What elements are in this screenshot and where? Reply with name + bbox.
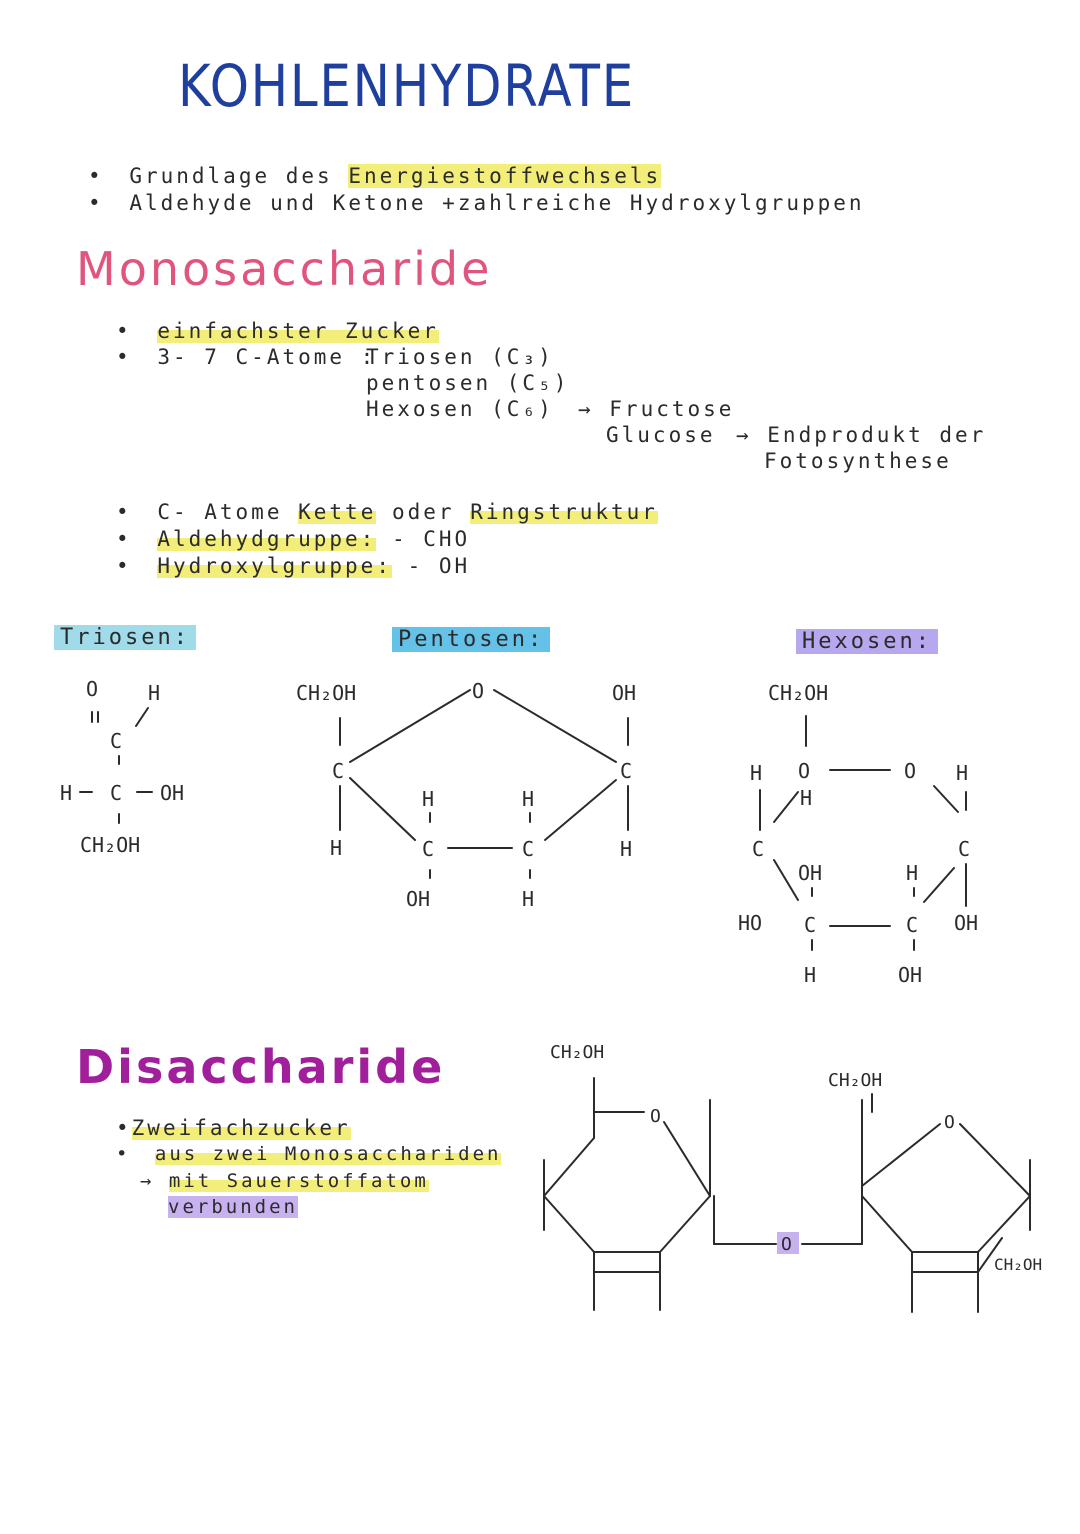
atom-label: C xyxy=(332,759,344,783)
monosaccharide-heading: Monosaccharide xyxy=(76,242,493,296)
pentose-ring xyxy=(339,689,629,879)
atom-label: C xyxy=(752,837,764,861)
hexosen-label: Hexosen: xyxy=(796,629,938,654)
di-bullet-3: → mit Sauerstoffatom xyxy=(140,1170,429,1192)
highlight-kette: Kette xyxy=(298,500,377,524)
atom-label: CH₂OH xyxy=(768,681,828,705)
arrow-label: → xyxy=(140,1170,155,1192)
hexosen-text: Hexosen (C₆) xyxy=(366,397,554,421)
intro-line-2: Aldehyde und Ketone +zahlreiche Hydroxyl… xyxy=(88,191,865,215)
di-bullet-1: •Zweifachzucker xyxy=(116,1116,351,1140)
triosen-label: Triosen: xyxy=(54,625,196,650)
mono-bullet-2: 3- 7 C-Atome : xyxy=(116,345,376,369)
atom-label: H xyxy=(522,887,534,911)
pentosen-label-text: Pentosen: xyxy=(392,627,551,652)
atom-label: C xyxy=(522,837,534,861)
highlight-energiestoffwechsel: Energiestoffwechsels xyxy=(348,164,662,188)
atom-label: O xyxy=(798,759,810,783)
mono-bullet-5: Hydroxylgruppe: - OH xyxy=(116,554,470,578)
oxygen-bridge-highlight xyxy=(777,1232,799,1254)
disaccharide-heading: Disaccharide xyxy=(76,1040,446,1094)
highlight-ringstruktur: Ringstruktur xyxy=(470,500,658,524)
highlight-zweifachzucker: Zweifachzucker xyxy=(131,1116,351,1140)
atom-label: CH₂OH xyxy=(994,1255,1042,1274)
c-atome-label: C- Atome xyxy=(157,500,283,524)
atom-label: C xyxy=(958,837,970,861)
atom-label: O xyxy=(86,677,98,701)
atom-label: C xyxy=(804,913,816,937)
hexosen-label-text: Hexosen: xyxy=(796,629,938,654)
atom-label: C xyxy=(110,781,122,805)
atom-label: OH xyxy=(406,887,430,911)
highlight-mit-sauerstoffatom: mit Sauerstoffatom xyxy=(168,1170,429,1192)
atom-label: CH₂OH xyxy=(296,681,356,705)
atom-label: H xyxy=(804,963,816,987)
disaccharide-structure xyxy=(543,1077,1031,1313)
endprodukt-text: → Endprodukt der xyxy=(736,423,987,447)
atom-label: O xyxy=(904,759,916,783)
triose-structure xyxy=(79,707,153,824)
atom-label: OH xyxy=(954,911,978,935)
mono-bullet-3: C- Atome Kette oder Ringstruktur xyxy=(116,500,658,524)
oder-label: oder xyxy=(392,500,455,524)
atom-label: O xyxy=(472,679,484,703)
atom-label: O xyxy=(781,1234,792,1255)
atom-label: H xyxy=(956,761,968,785)
atom-label: H xyxy=(148,681,160,705)
atom-label: H xyxy=(522,787,534,811)
triosen-label-text: Triosen: xyxy=(54,625,196,650)
atom-label: C xyxy=(422,837,434,861)
atom-label: H xyxy=(800,786,812,810)
atom-label: CH₂OH xyxy=(80,833,140,857)
triosen-text: Triosen (C₃) xyxy=(366,345,554,369)
atom-label: OH xyxy=(612,681,636,705)
atom-label: H xyxy=(60,781,72,805)
atom-label: OH xyxy=(898,963,922,987)
atom-label: H xyxy=(330,836,342,860)
fotosynthese-text: Fotosynthese xyxy=(764,449,952,473)
c-atome-count: 3- 7 C-Atome : xyxy=(157,345,377,369)
pentosen-text: pentosen (C₅) xyxy=(366,371,570,395)
atom-label: C xyxy=(906,913,918,937)
atom-label: CH₂OH xyxy=(828,1070,882,1091)
hexose-ring xyxy=(759,715,967,951)
fructose-text: → Fructose xyxy=(578,397,735,421)
aldehyd-formula: - CHO xyxy=(391,527,471,551)
pentosen-label: Pentosen: xyxy=(392,627,551,652)
atom-label: OH xyxy=(160,781,184,805)
di-bullet-2: aus zwei Monosacchariden xyxy=(116,1143,502,1165)
atom-label: C xyxy=(110,729,122,753)
intro-line-1: Grundlage des Energiestoffwechsels xyxy=(88,164,662,188)
intro-line-1-text: Grundlage des xyxy=(129,164,333,188)
highlight-verbunden: verbunden xyxy=(168,1196,298,1218)
atom-label: HO xyxy=(738,911,762,935)
atom-label: O xyxy=(944,1112,955,1133)
atom-label: H xyxy=(750,761,762,785)
atom-label: O xyxy=(650,1106,661,1127)
atom-label: H xyxy=(906,861,918,885)
atom-label: H xyxy=(422,787,434,811)
highlight-hydroxylgruppe: Hydroxylgruppe: xyxy=(157,554,392,578)
intro-line-2-text: Aldehyde und Ketone +zahlreiche Hydroxyl… xyxy=(129,191,865,215)
highlight-aldehydgruppe: Aldehydgruppe: xyxy=(157,527,377,551)
di-bullet-4: verbunden xyxy=(168,1196,298,1218)
highlight-einfachster-zucker: einfachster Zucker xyxy=(157,319,439,343)
atom-label: CH₂OH xyxy=(550,1042,604,1063)
atom-label: H xyxy=(620,837,632,861)
page-title: KOHLENHYDRATE xyxy=(178,52,635,120)
mono-bullet-1: einfachster Zucker xyxy=(116,319,439,343)
hydroxyl-formula: - OH xyxy=(407,554,471,578)
atom-label: OH xyxy=(798,861,822,885)
glucose-text: Glucose xyxy=(606,423,716,447)
highlight-aus-zwei-monosacchariden: aus zwei Monosacchariden xyxy=(154,1143,502,1165)
mono-bullet-4: Aldehydgruppe: - CHO xyxy=(116,527,470,551)
atom-label: C xyxy=(620,759,632,783)
